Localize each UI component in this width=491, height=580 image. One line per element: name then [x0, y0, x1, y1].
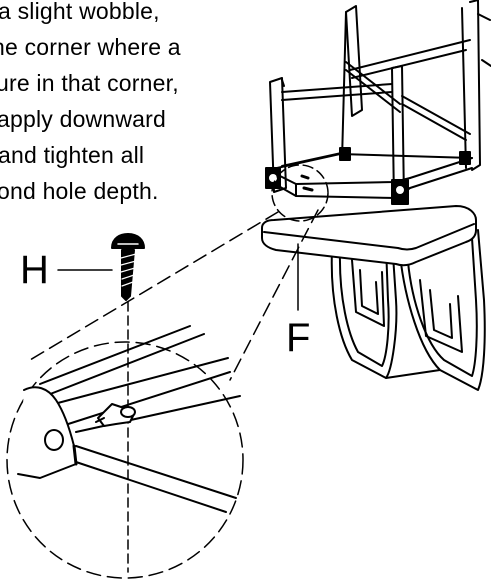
zoom-connector-upper [29, 211, 279, 361]
instruction-line-2: he corner where a [0, 34, 181, 60]
inverted-chair-illustration [261, 0, 491, 391]
magnified-corner-detail [6, 325, 244, 579]
screw-icon [111, 233, 145, 301]
screw-callout-label: H [20, 248, 49, 292]
instruction-line-6: ond hole depth. [0, 178, 159, 204]
instruction-line-5: and tighten all [0, 142, 145, 168]
corner-highlight-circle [271, 164, 329, 222]
instruction-line-3: ure in that corner, [0, 70, 179, 96]
seat-callout-label: F [286, 316, 311, 360]
instruction-line-1: a slight wobble, [0, 0, 160, 24]
instruction-line-4: apply downward [0, 106, 167, 132]
zoom-connector-lower [229, 209, 319, 381]
